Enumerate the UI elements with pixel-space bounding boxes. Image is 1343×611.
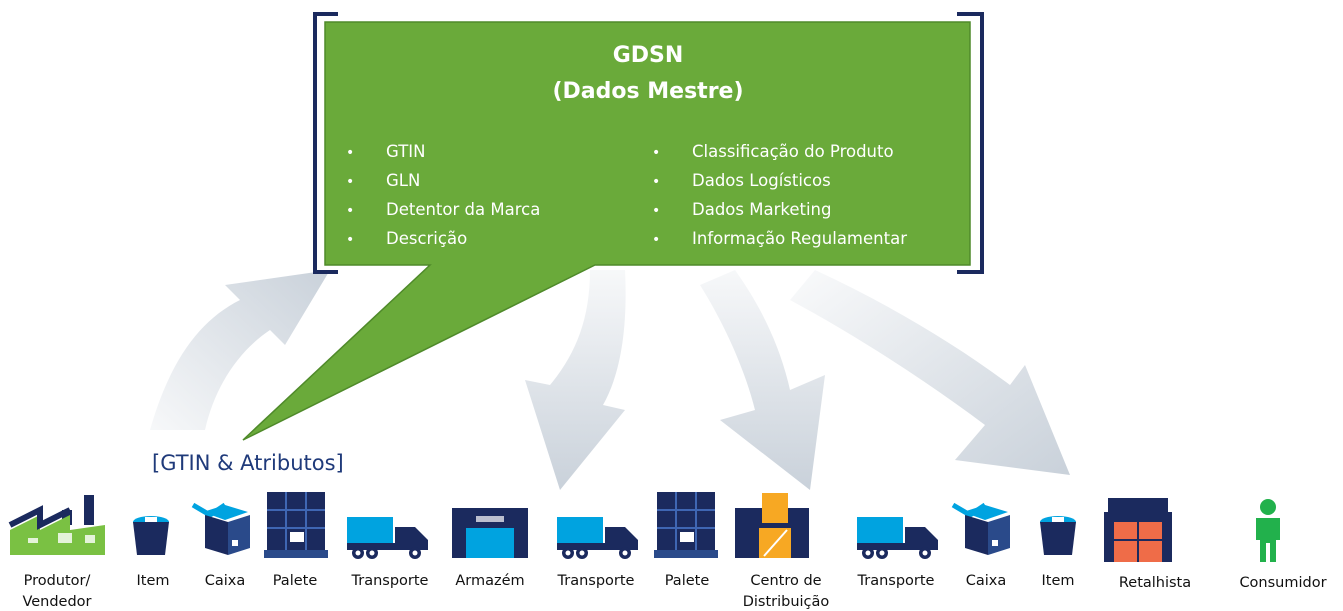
bullet-item: GLN [386, 171, 420, 190]
box-icon [191, 502, 250, 555]
store-icon [1104, 498, 1172, 562]
bullet-item: Descrição [386, 229, 467, 248]
label-transporte: Transporte [557, 573, 635, 589]
supply-chain-icons [8, 492, 1280, 562]
bullet-dot: • [346, 174, 354, 190]
bullet-dot: • [652, 145, 660, 161]
label-item: Item [1041, 573, 1074, 589]
bullet-dot: • [346, 203, 354, 219]
bullet-dot: • [346, 232, 354, 248]
bullet-item: Informação Regulamentar [692, 229, 907, 248]
label-retalhista: Retalhista [1119, 575, 1191, 591]
download-arrow-distribution [700, 270, 825, 490]
factory-icon [8, 495, 105, 555]
right-bullet-list: • Classificação do Produto • Dados Logístic… [652, 142, 907, 248]
label-transporte: Transporte [351, 573, 429, 589]
label-palete: Palete [273, 573, 318, 589]
label-armazem: Armazém [455, 573, 524, 589]
callout-bubble [242, 21, 971, 441]
upload-arrow [150, 270, 330, 430]
right-bracket [957, 12, 984, 274]
left-bracket [313, 12, 338, 274]
left-bullet-list: • GTIN • GLN • Detentor da Marca • Descrição [346, 142, 540, 248]
label-caixa: Caixa [205, 573, 246, 589]
warehouse-icon [452, 508, 528, 558]
bullet-dot: • [346, 145, 354, 161]
gdsn-callout: GDSN (Dados Mestre) • GTIN • GLN • Detentor d… [242, 12, 984, 441]
bullet-item: GTIN [386, 142, 426, 161]
box-icon [951, 502, 1010, 555]
bullet-item: Dados Logísticos [692, 171, 831, 190]
bullet-item: Detentor da Marca [386, 200, 540, 219]
label-centro-de: Centro de [750, 573, 821, 589]
attributes-label: [GTIN & Atributos] [152, 451, 344, 475]
person-icon [1256, 499, 1280, 562]
distribution-center-icon [735, 493, 809, 558]
callout-subtitle: (Dados Mestre) [552, 79, 743, 104]
download-arrow-retail [790, 270, 1070, 475]
truck-icon [347, 517, 428, 559]
bullet-dot: • [652, 232, 660, 248]
pallet-icon [264, 492, 328, 558]
bullet-dot: • [652, 174, 660, 190]
label-distribuicao: Distribuição [743, 594, 830, 610]
item-cup-icon [133, 516, 169, 555]
label-transporte: Transporte [857, 573, 935, 589]
truck-icon [857, 517, 938, 559]
label-caixa: Caixa [966, 573, 1007, 589]
pallet-icon [654, 492, 718, 558]
callout-title: GDSN [613, 43, 684, 68]
bullet-dot: • [652, 203, 660, 219]
flow-arrows [150, 270, 1070, 490]
label-produtor: Produtor/ [24, 573, 91, 589]
label-vendedor: Vendedor [22, 594, 91, 610]
chain-labels: Produtor/ Vendedor Item Caixa Palete Tra… [22, 573, 1326, 610]
label-item: Item [136, 573, 169, 589]
bullet-item: Classificação do Produto [692, 142, 894, 161]
download-arrow-transport [525, 270, 626, 490]
bullet-item: Dados Marketing [692, 200, 831, 219]
label-palete: Palete [665, 573, 710, 589]
item-cup-icon [1040, 516, 1076, 555]
truck-icon [557, 517, 638, 559]
label-consumidor: Consumidor [1239, 575, 1326, 591]
